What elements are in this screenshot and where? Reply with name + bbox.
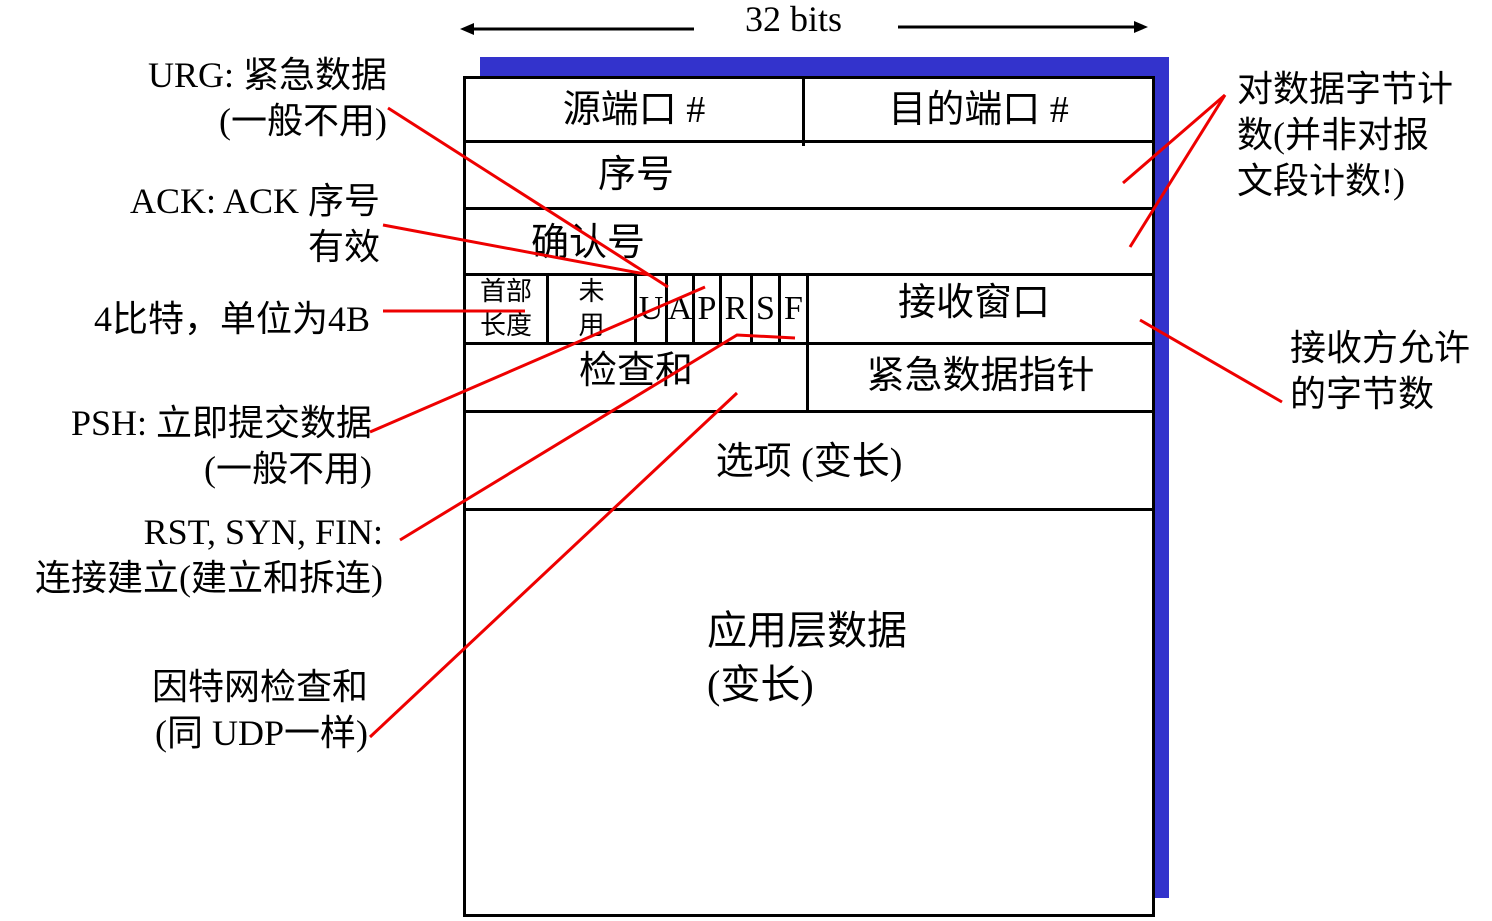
tcp-segment-box — [463, 76, 1155, 917]
app-data-line2: (变长) — [707, 662, 814, 707]
note-recv-window: 接收方允许 的字节数 — [1290, 325, 1470, 417]
note-rst-syn-fin: RST, SYN, FIN: 连接建立(建立和拆连) — [35, 509, 383, 601]
col-divider — [719, 273, 722, 345]
note-rst-line1: RST, SYN, FIN: — [143, 512, 383, 552]
width-arrow — [460, 21, 1148, 35]
note-urg-line1: URG: 紧急数据 — [147, 55, 387, 95]
row-divider — [463, 207, 1155, 210]
callout-urg — [387, 106, 669, 289]
field-src-port: 源端口 # — [562, 88, 706, 131]
callout-seq — [1122, 93, 1226, 185]
unused-line1: 未 — [578, 277, 605, 306]
app-data-line1: 应用层数据 — [707, 608, 907, 653]
col-divider — [806, 273, 809, 411]
header-length-line1: 首部 — [479, 277, 532, 306]
note-recv-window-line2: 的字节数 — [1290, 374, 1435, 414]
col-divider — [665, 273, 668, 345]
note-byte-count-line2: 数(并非对报 — [1237, 115, 1429, 155]
field-dst-port: 目的端口 # — [888, 88, 1069, 131]
flag-fin: F — [784, 290, 803, 327]
note-urg: URG: 紧急数据 (一般不用) — [148, 52, 387, 144]
note-recv-window-line1: 接收方允许 — [1290, 328, 1471, 368]
callout-ack — [382, 223, 651, 277]
note-ack: ACK: ACK 序号 有效 — [130, 178, 380, 270]
callout-psh — [369, 285, 706, 434]
note-urg-line2: (一般不用) — [219, 101, 387, 141]
note-byte-count-line1: 对数据字节计 — [1237, 69, 1454, 109]
row-divider — [463, 508, 1155, 511]
callout-checksum — [368, 391, 739, 739]
callout-ack-num — [1128, 94, 1227, 248]
flag-psh: P — [697, 290, 717, 327]
field-app-data: 应用层数据 (变长) — [707, 604, 907, 712]
field-recv-window: 接收窗口 — [897, 282, 1050, 324]
col-divider — [802, 76, 805, 146]
col-divider — [750, 273, 753, 345]
flag-rst: R — [724, 290, 748, 327]
note-checksum: 因特网检查和 (同 UDP一样) — [152, 664, 368, 756]
row-divider — [463, 410, 1155, 413]
note-header-length-line1: 4比特，单位为4B — [94, 299, 371, 339]
width-label: 32 bits — [745, 0, 843, 39]
callout-rst-syn-fin — [399, 333, 796, 542]
col-divider — [546, 273, 549, 345]
row-divider — [463, 140, 1155, 143]
field-seq: 序号 — [597, 154, 674, 196]
col-divider — [778, 273, 781, 345]
note-psh-line2: (一般不用) — [204, 449, 372, 489]
note-psh-line1: PSH: 立即提交数据 — [70, 403, 372, 443]
callout-recv-window — [1139, 318, 1283, 404]
field-urg-pointer: 紧急数据指针 — [866, 355, 1095, 397]
note-checksum-line1: 因特网检查和 — [151, 667, 368, 707]
note-header-length: 4比特，单位为4B — [94, 296, 370, 342]
note-psh: PSH: 立即提交数据 (一般不用) — [71, 400, 372, 492]
field-options: 选项 (变长) — [715, 441, 903, 483]
field-header-length: 首部 长度 — [466, 276, 546, 342]
note-byte-count-line3: 文段计数!) — [1237, 161, 1405, 201]
note-ack-line2: 有效 — [307, 227, 380, 267]
note-ack-line1: ACK: ACK 序号 — [129, 181, 380, 221]
flag-urg: U — [638, 290, 664, 327]
note-rst-line2: 连接建立(建立和拆连) — [35, 558, 383, 598]
note-byte-count: 对数据字节计 数(并非对报 文段计数!) — [1237, 66, 1453, 204]
col-divider — [634, 273, 637, 345]
header-length-line2: 长度 — [479, 311, 532, 340]
col-divider — [692, 273, 695, 345]
row-divider — [463, 273, 1155, 276]
row-divider — [463, 342, 1155, 345]
note-checksum-line2: (同 UDP一样) — [155, 713, 368, 753]
field-checksum: 检查和 — [578, 350, 693, 392]
flag-syn: S — [756, 290, 775, 327]
